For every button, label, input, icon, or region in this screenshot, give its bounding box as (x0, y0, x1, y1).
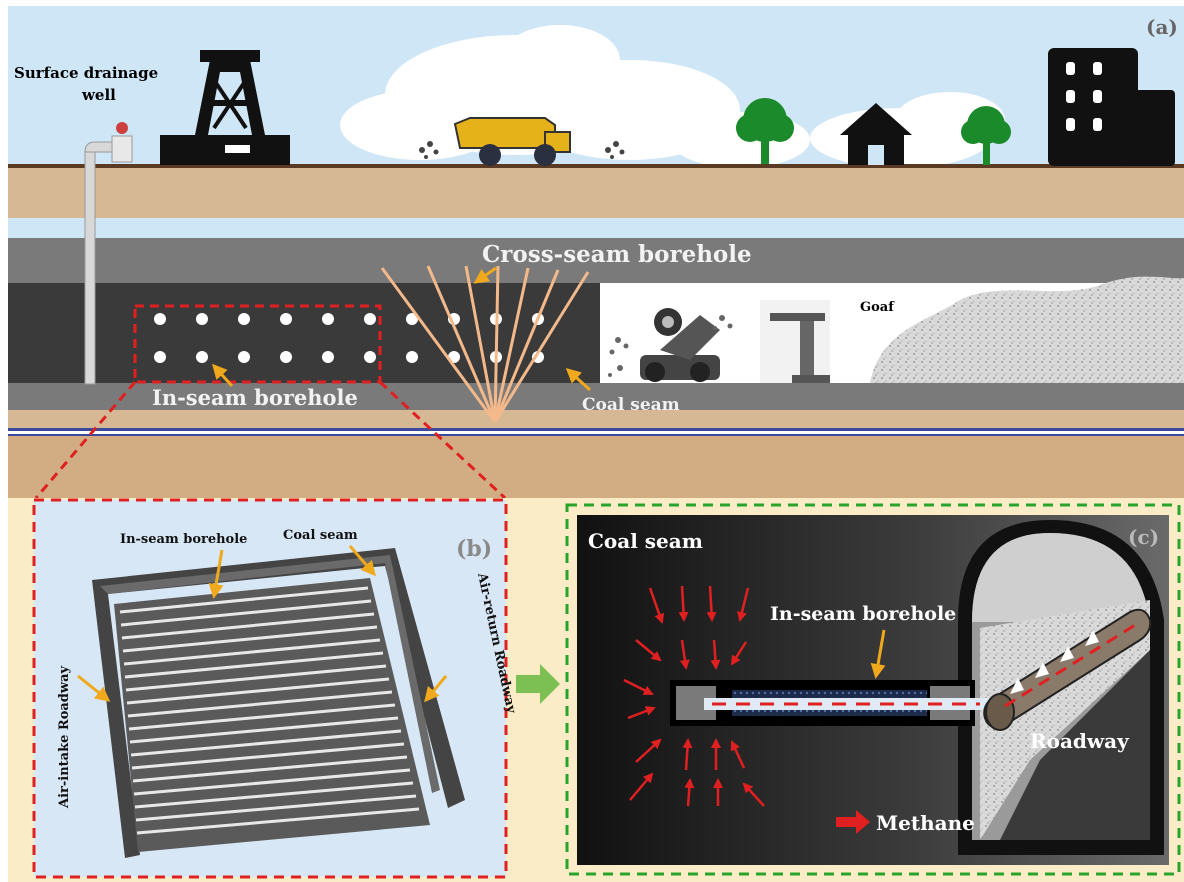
zoom-guide-line (378, 380, 507, 500)
rock-fragments (608, 315, 733, 377)
borehole-pipe (704, 698, 994, 710)
label-arrow (348, 545, 376, 577)
right-arrow-icon (516, 664, 560, 704)
roadway-pipe (983, 608, 1152, 729)
methane-legend-label: Methane (876, 811, 975, 835)
selection-box-red (133, 304, 382, 384)
in-seam-borehole-lines (119, 586, 420, 835)
soil-layer (8, 436, 1184, 498)
air-intake-roadway-label: Air-intake Roadway (57, 666, 72, 809)
surface-drainage-well-label: well (81, 86, 116, 104)
label-arrow (565, 367, 592, 392)
panel-c: Coal seam (c) (565, 503, 1181, 876)
label-arrow (870, 629, 886, 679)
tree-icon (736, 98, 794, 164)
goaf-rubble (870, 276, 1184, 383)
shearer-icon (640, 308, 720, 382)
cross-seam-borehole-fan (380, 265, 590, 423)
house-icon (840, 103, 912, 165)
strata-line (8, 428, 1184, 431)
roadway-label: Roadway (1030, 729, 1130, 753)
rock-fragments (419, 141, 625, 159)
cross-seam-borehole-label: Cross-seam borehole (482, 241, 752, 268)
soil-layer (8, 410, 1184, 430)
aquifer-layer (8, 218, 1184, 238)
panel-a: Goaf Surface drainage well (8, 6, 1184, 500)
building-icon (1048, 48, 1175, 166)
goaf-label: Goaf (860, 300, 895, 315)
ground-line (8, 164, 1184, 168)
valve-icon (116, 122, 128, 134)
surface-drainage-well-label: Surface drainage (14, 64, 158, 82)
methane-arrow-icon (836, 810, 870, 834)
in-seam-borehole-label: In-seam borehole (770, 603, 956, 625)
soil-layer (8, 168, 1184, 218)
drilling-rig-icon (160, 50, 290, 165)
coal-seam-label: Coal seam (283, 528, 358, 543)
zoom-guide-line (34, 381, 137, 499)
floor-rock-layer (8, 383, 1184, 410)
tree-icon (961, 106, 1011, 165)
panel-b-tag: (b) (456, 536, 492, 562)
panel-a-tag: (a) (1146, 15, 1178, 39)
roadway-frame (92, 548, 465, 858)
roof-rock-layer (8, 238, 1184, 283)
roadway-floor (1000, 650, 1150, 840)
in-seam-borehole-dots (154, 313, 544, 363)
cloud (340, 25, 810, 168)
dump-truck-icon (453, 117, 571, 166)
drainage-pipe (84, 122, 133, 385)
panel-b: (b) In-seam borehole Coa (32, 498, 519, 879)
pipe-end (985, 693, 1015, 731)
label-arrow (208, 549, 224, 599)
panel-c-tag: (c) (1128, 525, 1159, 549)
methane-inflow-arrows (623, 585, 765, 807)
label-arrow (77, 674, 111, 702)
roadway-ceiling (972, 533, 1150, 622)
label-arrow (424, 675, 448, 703)
coal-seam-label: Coal seam (588, 529, 703, 553)
in-seam-borehole-label: In-seam borehole (152, 385, 358, 410)
pipe-spikes (1010, 630, 1099, 694)
methane-flow-line (1004, 620, 1141, 708)
label-arrow (211, 363, 234, 388)
strata-line (8, 434, 1184, 436)
in-seam-borehole-label: In-seam borehole (120, 532, 247, 547)
hydraulic-support-icon (760, 300, 830, 383)
label-arrow (473, 266, 497, 284)
coal-seam-label: Coal seam (582, 395, 680, 415)
